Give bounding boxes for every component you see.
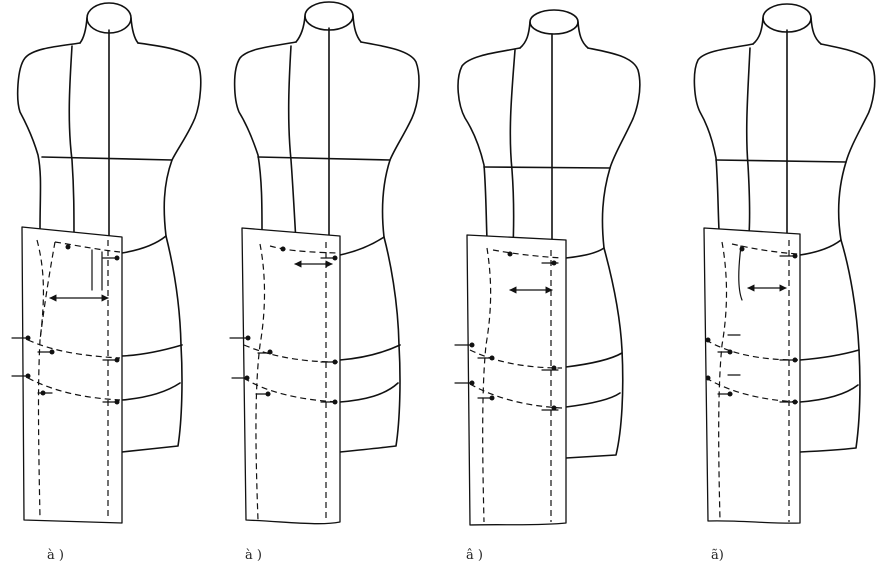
caption-figure-b: à ) <box>245 548 262 563</box>
caption-figure-d: ã) <box>711 548 724 563</box>
figure-a <box>11 2 202 524</box>
paper-pattern-a <box>11 226 123 524</box>
paper-pattern-c <box>454 234 567 526</box>
paper-pattern-d <box>703 227 801 524</box>
figure-d <box>693 3 876 524</box>
dress-form-a <box>16 2 202 453</box>
dress-form-b <box>233 1 420 453</box>
figure-b <box>229 1 420 525</box>
dress-form-d <box>693 3 876 453</box>
paper-pattern-b <box>229 227 341 525</box>
caption-figure-c: â ) <box>466 548 483 563</box>
caption-figure-a: à ) <box>47 548 64 563</box>
figure-c <box>454 9 641 526</box>
dress-form-c <box>457 9 641 459</box>
